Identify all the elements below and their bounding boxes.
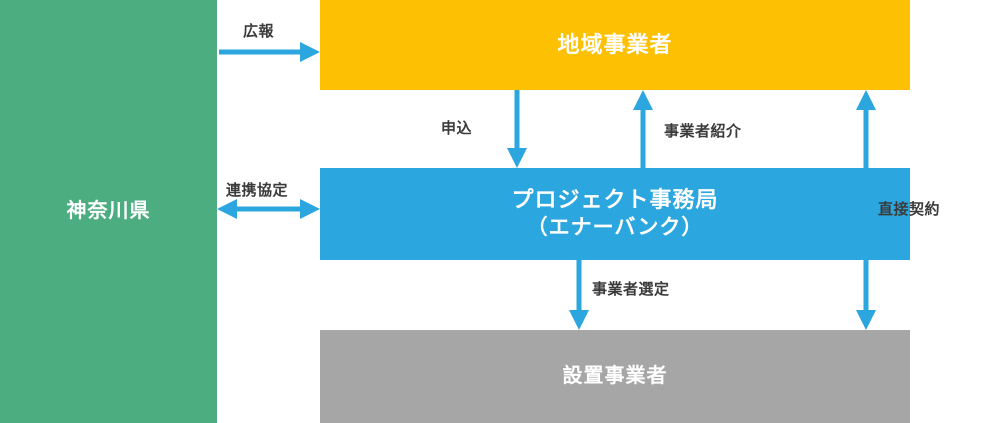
arrow-jigyousha-shoukai xyxy=(633,90,653,168)
connector-label-renkei-kyotei: 連携協定 xyxy=(226,182,289,199)
connector-label-chokusetsu-keiyaku: 直接契約 xyxy=(878,201,941,218)
node-installer-label: 設置事業者 xyxy=(562,364,668,387)
connector-label-jigyousha-shoukai: 事業者紹介 xyxy=(664,123,742,140)
connector-label-kouhou: 広報 xyxy=(243,23,275,40)
arrow-jigyousha-sentei xyxy=(569,260,589,330)
node-project-office: プロジェクト事務局 （エナーバンク） xyxy=(320,168,910,260)
arrow-kouhou xyxy=(219,42,320,62)
arrow-moushikomi xyxy=(507,90,527,168)
node-project-office-label-line2: （エナーバンク） xyxy=(526,215,704,239)
node-local-business: 地域事業者 xyxy=(320,0,910,90)
node-prefecture-label: 神奈川県 xyxy=(66,199,151,222)
node-installer: 設置事業者 xyxy=(320,330,910,423)
node-prefecture: 神奈川県 xyxy=(0,0,217,423)
node-local-business-label: 地域事業者 xyxy=(557,31,673,57)
connector-label-moushikomi: 申込 xyxy=(441,120,473,137)
connector-label-jigyousha-sentei: 事業者選定 xyxy=(592,281,670,298)
arrow-renkei-kyotei xyxy=(217,199,320,219)
node-project-office-label-line1: プロジェクト事務局 xyxy=(511,187,719,213)
